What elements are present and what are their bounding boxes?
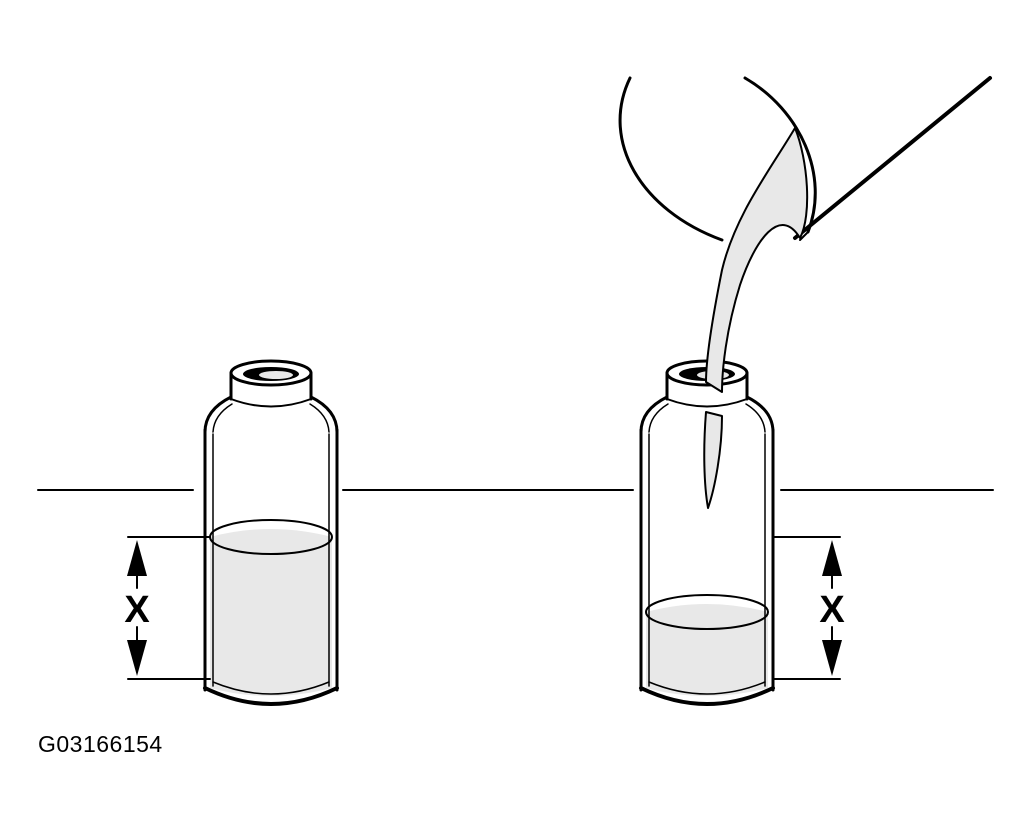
figure-id: G03166154 bbox=[38, 731, 163, 757]
right-arrow-up bbox=[822, 540, 842, 576]
right-dimension-label: X bbox=[819, 589, 845, 631]
right-arrow-down bbox=[822, 640, 842, 676]
pouring-stream-inside bbox=[703, 411, 723, 509]
pouring-beaker bbox=[618, 76, 992, 242]
left-bottle-liquid bbox=[210, 529, 332, 696]
left-arrow-down bbox=[127, 640, 147, 676]
left-arrow-up bbox=[127, 540, 147, 576]
left-dimension-label: X bbox=[124, 589, 150, 631]
left-dimension: X bbox=[124, 536, 211, 680]
right-liquid-surface bbox=[645, 594, 769, 630]
right-dimension: X bbox=[772, 536, 845, 680]
pouring-stream bbox=[705, 127, 809, 393]
left-bottle bbox=[203, 359, 339, 706]
right-bottle-liquid bbox=[646, 604, 768, 696]
